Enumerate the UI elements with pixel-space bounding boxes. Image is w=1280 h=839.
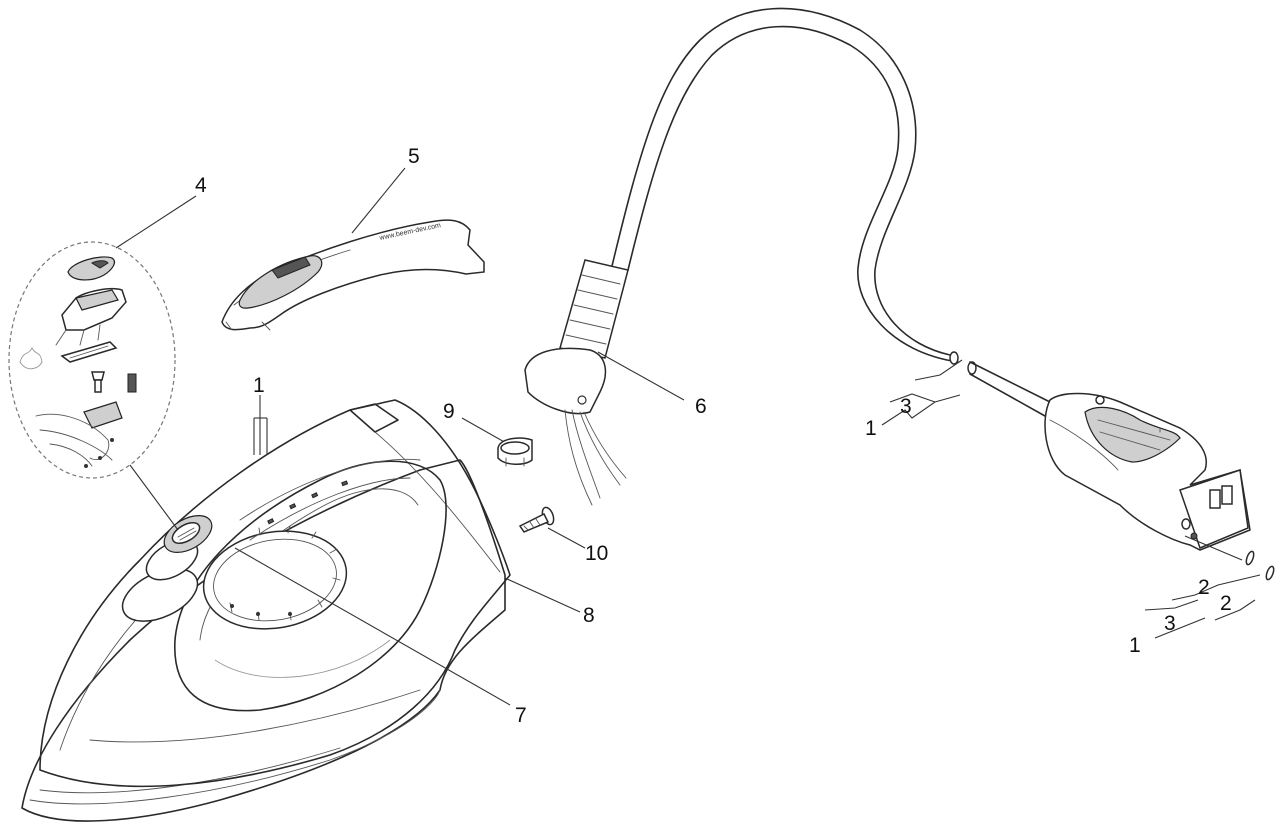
- callout-8: 8: [583, 604, 595, 627]
- callout-6: 6: [695, 395, 707, 418]
- callout-5: 5: [408, 145, 420, 168]
- leader-lines: [115, 167, 1261, 706]
- cord-callout-1: 1: [865, 417, 877, 440]
- cord-end: [967, 361, 1051, 417]
- plug-callout-1: 1: [1129, 634, 1141, 657]
- callout-9: 9: [443, 400, 455, 423]
- cord-callout-3: 3: [900, 395, 912, 418]
- callout-labels: 4 5 1 9 6 10 8 7 3 1 2 2 3 1: [195, 145, 1232, 727]
- iron-body: [21, 399, 511, 822]
- callout-7: 7: [515, 704, 527, 727]
- cord-clamp: [497, 437, 533, 467]
- water-tank-window: [202, 525, 348, 630]
- screw: [518, 506, 555, 533]
- control-module-group: [8, 241, 176, 479]
- plug-callout-2b: 2: [1220, 592, 1232, 615]
- callout-1-top: 1: [253, 374, 265, 397]
- power-cord: [524, 7, 959, 506]
- plug-callout-3: 3: [1164, 612, 1176, 635]
- steam-button: [121, 515, 213, 622]
- callout-4: 4: [195, 174, 207, 197]
- handle-cover: www.beem-dev.com: [221, 219, 485, 331]
- callout-10: 10: [585, 542, 608, 565]
- plug-callout-2a: 2: [1198, 576, 1210, 599]
- appliance-plug: [1044, 392, 1275, 581]
